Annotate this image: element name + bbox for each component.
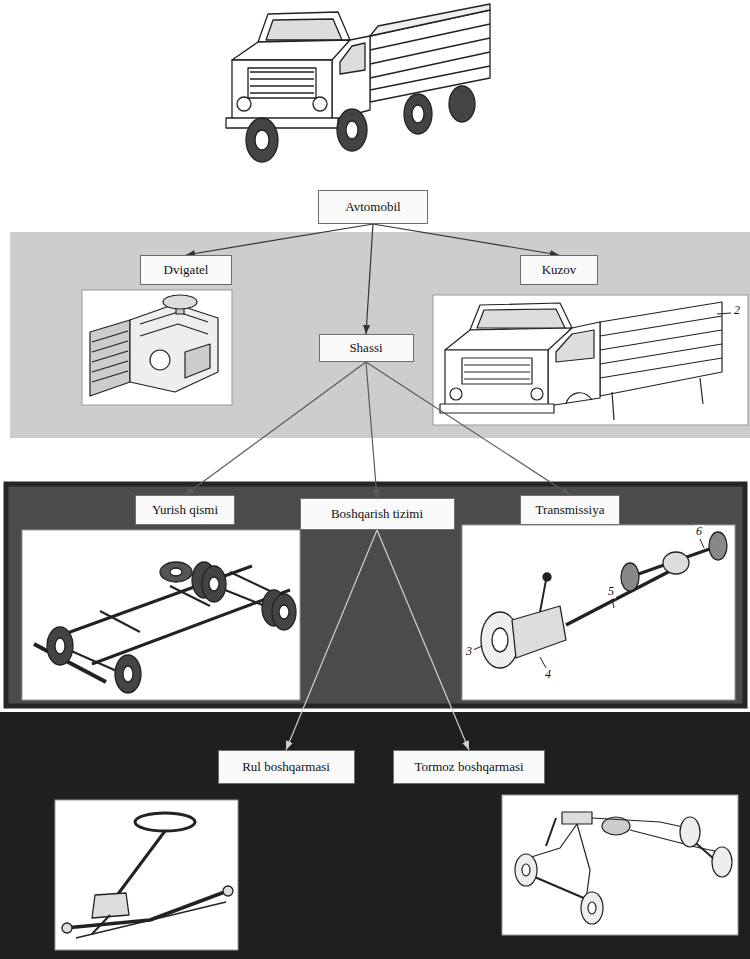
black-band — [0, 712, 750, 959]
label-box: Dvigatel — [140, 255, 232, 285]
body-illustration — [440, 302, 731, 420]
chassis-panel — [22, 530, 300, 700]
connector-arrow — [366, 224, 373, 334]
transmission-illustration — [473, 532, 727, 668]
callout-number: 3 — [464, 645, 474, 658]
box-text: Dvigatel — [164, 262, 209, 278]
label-box: Transmissiya — [520, 495, 620, 525]
connector-arrow — [366, 362, 377, 498]
callout-number: 4 — [543, 668, 553, 681]
connector-arrow — [366, 362, 570, 495]
body-panel — [433, 295, 748, 425]
box-text: Avtomobil — [345, 199, 400, 215]
steering-panel — [55, 800, 238, 950]
box-text: Tormoz boshqarmasi — [414, 759, 523, 775]
label-box: Shassi — [319, 334, 414, 362]
box-text: Shassi — [349, 340, 382, 356]
label-box: Boshqarish tizimi — [300, 498, 455, 530]
steering-illustration — [62, 813, 233, 938]
grey-band — [10, 232, 750, 438]
box-text: Boshqarish tizimi — [331, 506, 423, 522]
box-text: Rul boshqarmasi — [242, 759, 330, 775]
label-box: Yurish qismi — [135, 495, 235, 525]
label-box: Kuzov — [520, 255, 598, 285]
brake-panel — [502, 795, 738, 935]
label-box: Avtomobil — [318, 190, 428, 224]
box-text: Transmissiya — [536, 502, 605, 518]
truck-illustration — [226, 4, 490, 162]
connector-arrow — [286, 530, 377, 750]
box-text: Yurish qismi — [152, 502, 218, 518]
label-box: Rul boshqarmasi — [218, 750, 355, 784]
callout-number: 6 — [694, 525, 704, 538]
callout-number: 5 — [606, 585, 616, 598]
brake-illustration — [515, 812, 732, 924]
callout-number: 2 — [732, 304, 742, 317]
connector-arrow — [373, 224, 559, 255]
label-box: Tormoz boshqarmasi — [393, 750, 545, 784]
connector-arrow — [186, 224, 373, 255]
connector-arrow — [185, 362, 366, 495]
transmission-panel — [462, 525, 735, 700]
chassis-illustration — [34, 562, 296, 693]
box-text: Kuzov — [542, 262, 577, 278]
engine-illustration — [90, 295, 218, 396]
engine-panel — [82, 290, 232, 405]
connector-arrow — [377, 530, 469, 750]
dark-band — [6, 484, 745, 706]
